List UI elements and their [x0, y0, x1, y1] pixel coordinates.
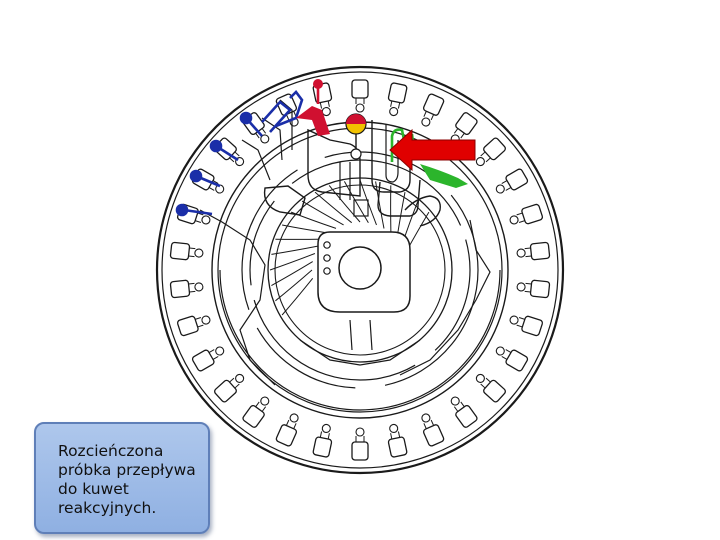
spiral-vane — [281, 277, 314, 316]
cuvette — [387, 82, 408, 117]
blue-reagent-ports — [175, 90, 304, 217]
cuvette — [387, 423, 408, 458]
distribution-channel — [219, 269, 501, 411]
cuvette — [275, 413, 299, 447]
sample-port-icon — [345, 113, 367, 160]
cuvette — [475, 137, 506, 167]
cuvette — [176, 315, 211, 337]
cuvette — [509, 315, 544, 337]
diluent-chamber — [263, 185, 306, 216]
cuvette — [191, 346, 225, 372]
cuvette — [169, 279, 204, 299]
cuvette — [516, 279, 551, 299]
sample-chamber — [307, 128, 361, 197]
cuvette — [509, 203, 544, 225]
cuvette — [516, 241, 551, 261]
cuvette — [495, 168, 529, 194]
spiral-vane — [375, 181, 385, 229]
spiral-vane — [343, 181, 369, 223]
cuvette — [421, 413, 445, 447]
spiral-vane — [271, 245, 319, 255]
caption-box: Rozcieńczona próbka przepływa do kuwet r… — [34, 422, 210, 534]
red-arrow-icon — [389, 128, 476, 172]
spiral-vane — [271, 261, 313, 287]
red-reagent-port — [296, 79, 330, 136]
cuvette — [475, 373, 506, 403]
spiral-vane — [275, 269, 313, 302]
cuvette — [242, 396, 270, 428]
cuvette — [312, 423, 333, 458]
spiral-vane — [269, 253, 316, 271]
rotor-center-hole — [338, 246, 382, 290]
cuvette — [421, 93, 445, 127]
cuvette — [351, 427, 369, 461]
cuvette — [351, 79, 369, 113]
caption-text: Rozcieńczona próbka przepływa do kuwet r… — [58, 442, 196, 517]
cuvette — [450, 396, 478, 428]
rotor-outer-ring-inner — [161, 71, 559, 469]
spiral-vane — [290, 211, 337, 229]
spiral-vane — [328, 185, 361, 223]
cuvette — [169, 241, 204, 261]
cuvette — [495, 346, 529, 372]
cuvette-ring — [169, 79, 551, 461]
spiral-vane — [314, 191, 353, 224]
spiral-vane — [301, 200, 344, 226]
cuvette — [214, 373, 245, 403]
